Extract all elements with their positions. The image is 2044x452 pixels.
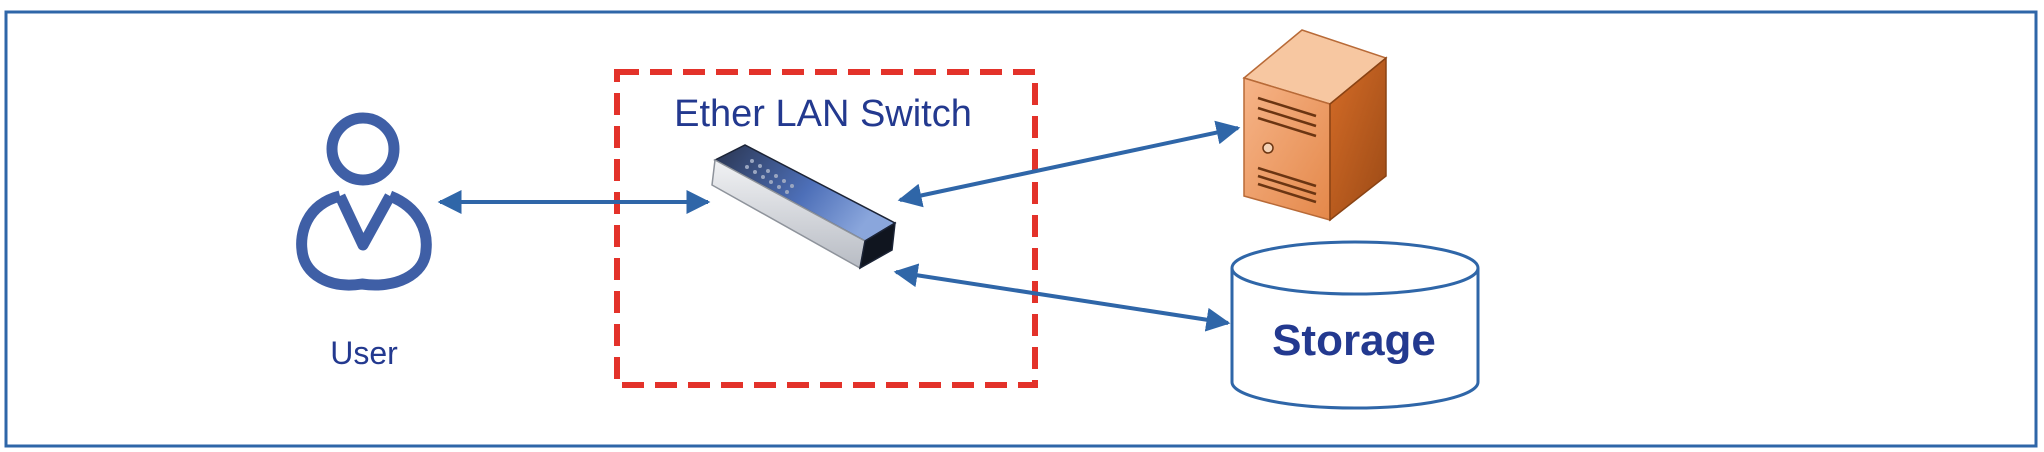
edge-switch-server xyxy=(897,120,1241,208)
switch-group-border xyxy=(614,69,1038,388)
user-icon xyxy=(296,112,432,291)
switch-label: Ether LAN Switch xyxy=(674,93,972,135)
storage-label: Storage xyxy=(1272,316,1436,365)
edge-switch-storage xyxy=(893,263,1231,332)
server-tower-icon xyxy=(1242,29,1388,222)
switch-icon xyxy=(711,144,897,270)
storage-cylinder-icon xyxy=(1230,240,1480,410)
user-label: User xyxy=(330,335,398,371)
diagram-frame xyxy=(4,10,2038,448)
